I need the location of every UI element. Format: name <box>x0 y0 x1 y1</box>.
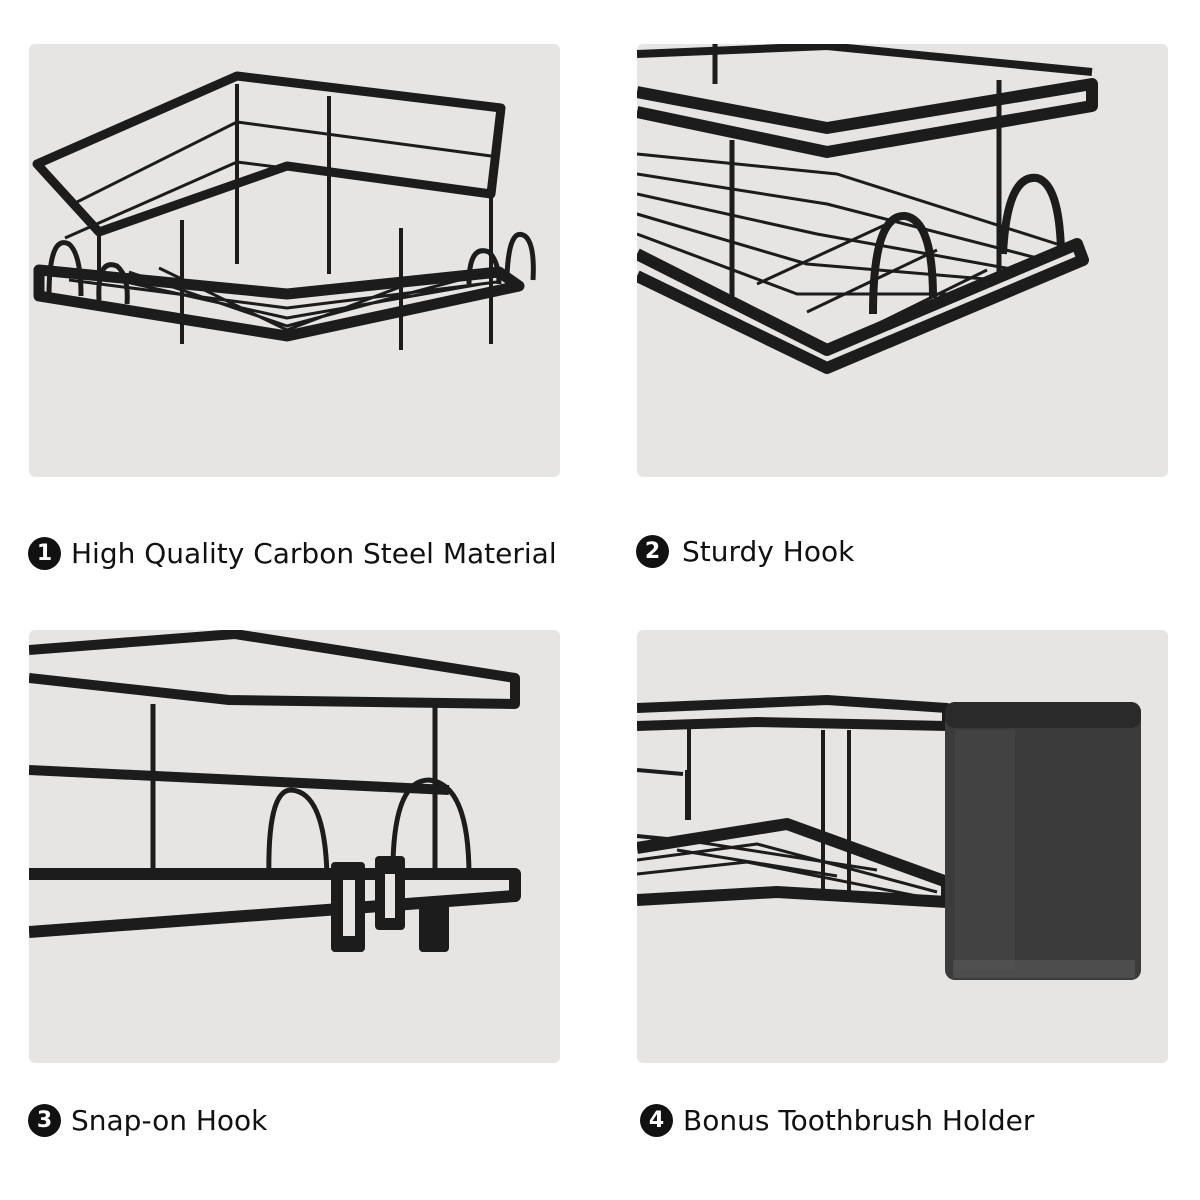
feature-caption-2: 2 Sturdy Hook <box>636 531 854 571</box>
feature-label: Snap-on Hook <box>71 1103 268 1137</box>
feature-caption-1: 1 High Quality Carbon Steel Material <box>28 533 557 573</box>
sturdy-hook-illustration <box>637 44 1168 477</box>
number-badge: 4 <box>640 1103 673 1137</box>
product-photo-snap-on-hook <box>29 630 560 1063</box>
product-photo-corner-rack <box>29 44 560 477</box>
feature-label: Bonus Toothbrush Holder <box>683 1103 1035 1137</box>
snap-on-hook-illustration <box>29 630 560 1063</box>
feature-caption-4: 4 Bonus Toothbrush Holder <box>640 1100 1034 1140</box>
product-photo-toothbrush-holder <box>637 630 1168 1063</box>
number-badge: 2 <box>636 534 669 568</box>
toothbrush-holder-illustration <box>637 630 1168 1063</box>
product-photo-sturdy-hook <box>637 44 1168 477</box>
corner-rack-illustration <box>29 44 560 477</box>
feature-label: Sturdy Hook <box>682 534 855 568</box>
feature-label: High Quality Carbon Steel Material <box>71 536 557 570</box>
feature-caption-3: 3 Snap-on Hook <box>28 1100 267 1140</box>
number-badge: 3 <box>28 1103 61 1137</box>
number-badge: 1 <box>28 536 61 570</box>
